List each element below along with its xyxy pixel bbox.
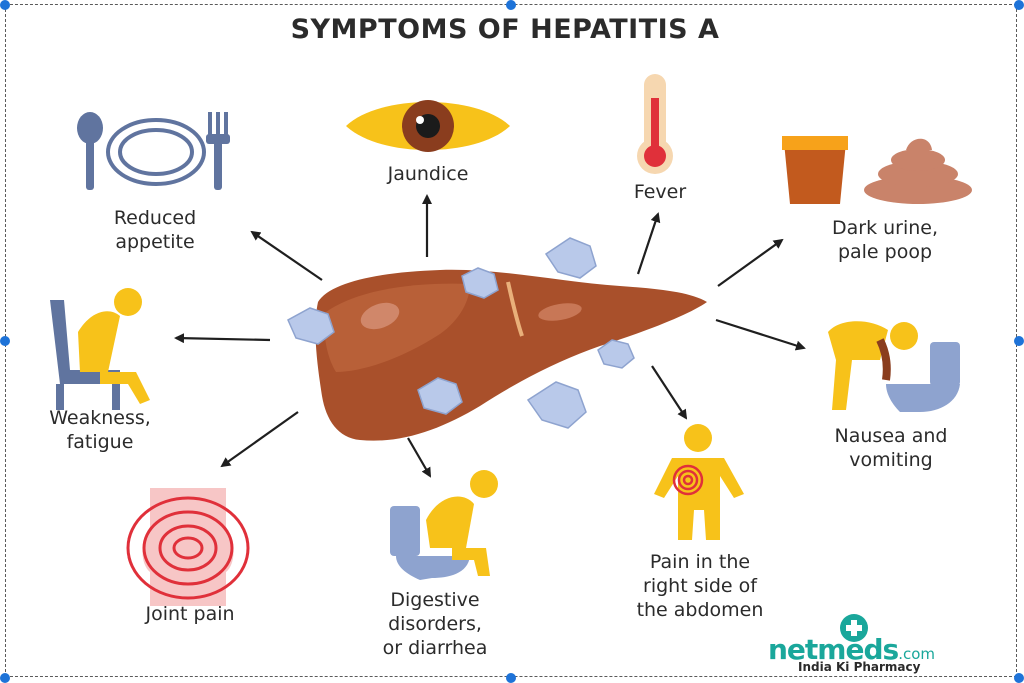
- plate-cutlery-icon: [106, 118, 206, 186]
- fork-icon: [206, 112, 230, 190]
- fatigued-person-icon: [50, 288, 150, 410]
- arrow-dark-urine: [717, 238, 784, 287]
- arrow-weakness: [174, 333, 271, 344]
- person-on-toilet-icon: [390, 470, 498, 580]
- brand-domain: .com: [898, 645, 935, 663]
- thermometer-icon: [637, 74, 673, 174]
- resize-handle-middle-right[interactable]: [1014, 336, 1024, 346]
- brand-tagline: India Ki Pharmacy: [798, 660, 921, 674]
- resize-handle-top-right[interactable]: [1014, 0, 1024, 10]
- resize-handle-top-center[interactable]: [506, 0, 516, 10]
- symptom-label-weakness: Weakness, fatigue: [49, 407, 151, 453]
- abdominal-pain-figure-icon: [654, 424, 744, 540]
- symptom-label-nausea: Nausea and vomiting: [834, 425, 948, 471]
- arrow-abdomen: [651, 365, 688, 420]
- arrow-joint-pain: [220, 411, 299, 468]
- toilet-icon: [886, 342, 960, 412]
- virus-particles: [287, 237, 635, 429]
- brand-logo: netmeds.com India Ki Pharmacy: [768, 633, 958, 674]
- infographic-title: SYMPTOMS OF HEPATITIS A: [290, 14, 720, 45]
- symptom-label-fever: Fever: [633, 181, 687, 203]
- resize-handle-bottom-center[interactable]: [506, 673, 516, 683]
- virus-particle: [287, 307, 335, 345]
- resize-handle-top-left[interactable]: [0, 0, 10, 10]
- symptom-label-abdomen-pain: Pain in the right side of the abdomen: [636, 551, 764, 621]
- virus-particle: [461, 267, 499, 299]
- symptom-label-joint-pain: Joint pain: [145, 603, 235, 625]
- virus-particle: [597, 339, 635, 369]
- netmeds-logo-icon: [840, 614, 868, 642]
- arrow-fever: [636, 212, 661, 275]
- arrow-appetite: [250, 230, 323, 281]
- resize-handle-bottom-right[interactable]: [1014, 673, 1024, 683]
- brand-name: netmeds: [768, 633, 899, 666]
- resize-handle-bottom-left[interactable]: [0, 673, 10, 683]
- arrow-digestive: [407, 437, 432, 478]
- symptom-label-dark-urine: Dark urine, pale poop: [831, 217, 939, 263]
- virus-particle: [544, 237, 597, 279]
- resize-handle-middle-left[interactable]: [0, 336, 10, 346]
- eye-icon: [346, 100, 510, 152]
- symptom-label-reduced-appetite: Reduced appetite: [113, 207, 197, 253]
- poop-icon: [864, 138, 972, 204]
- symptom-label-jaundice: Jaundice: [387, 163, 469, 185]
- arrow-nausea: [715, 318, 806, 351]
- virus-particle: [526, 381, 587, 429]
- liver-illustration: [315, 269, 707, 441]
- spoon-icon: [77, 112, 103, 190]
- vomiting-person-icon: [828, 321, 918, 410]
- joint-pain-icon: [126, 488, 250, 606]
- virus-particle: [417, 377, 463, 415]
- symptom-label-digestive: Digestive disorders, or diarrhea: [382, 589, 488, 659]
- urine-cup-icon: [782, 136, 848, 204]
- symptom-arrows: [174, 194, 806, 478]
